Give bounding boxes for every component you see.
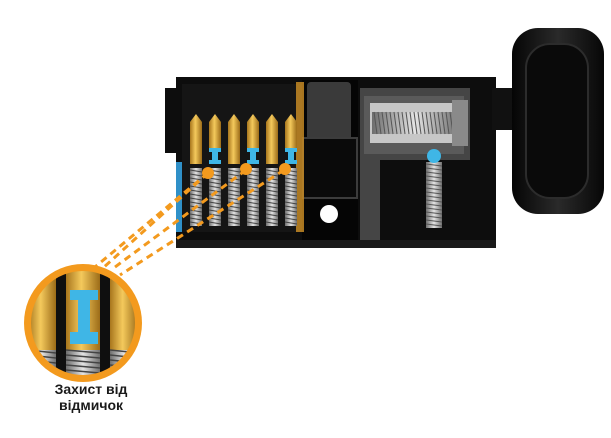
callout-dot-3 — [279, 163, 291, 175]
pin-stack — [227, 114, 241, 226]
driver-pin — [266, 150, 278, 164]
zoom-lens — [24, 264, 142, 382]
security-pin — [247, 148, 259, 164]
driver-pin — [190, 150, 202, 164]
brass-pin — [190, 114, 202, 150]
brass-pin — [285, 114, 297, 150]
callout-dot-2 — [240, 163, 252, 175]
pin-stack — [284, 114, 298, 226]
pin-spring — [247, 168, 259, 226]
pin-stack — [265, 114, 279, 226]
horizontal-spring — [372, 111, 458, 135]
pin-spring — [190, 168, 202, 226]
security-pin — [209, 148, 221, 164]
brass-pin — [266, 114, 278, 150]
pin-spring — [285, 168, 297, 226]
thumbturn-knob — [492, 28, 604, 214]
brass-pin — [228, 114, 240, 150]
pin-stack — [246, 114, 260, 226]
pick-protection-caption: Захист від відмичок — [20, 381, 162, 413]
callout-lines — [94, 168, 285, 277]
driver-pin — [228, 150, 240, 164]
caption-line-1: Захист від — [54, 381, 128, 397]
brass-pin — [209, 114, 221, 150]
pin-spring — [228, 168, 240, 226]
security-pin — [285, 148, 297, 164]
callout-dot-1 — [202, 167, 214, 179]
brass-pin — [247, 114, 259, 150]
callout-markers — [202, 163, 291, 179]
thumbturn-chamber — [360, 88, 470, 240]
caption-line-2: відмичок — [58, 397, 124, 413]
vertical-spring — [426, 162, 442, 228]
blue-ball — [427, 149, 441, 163]
